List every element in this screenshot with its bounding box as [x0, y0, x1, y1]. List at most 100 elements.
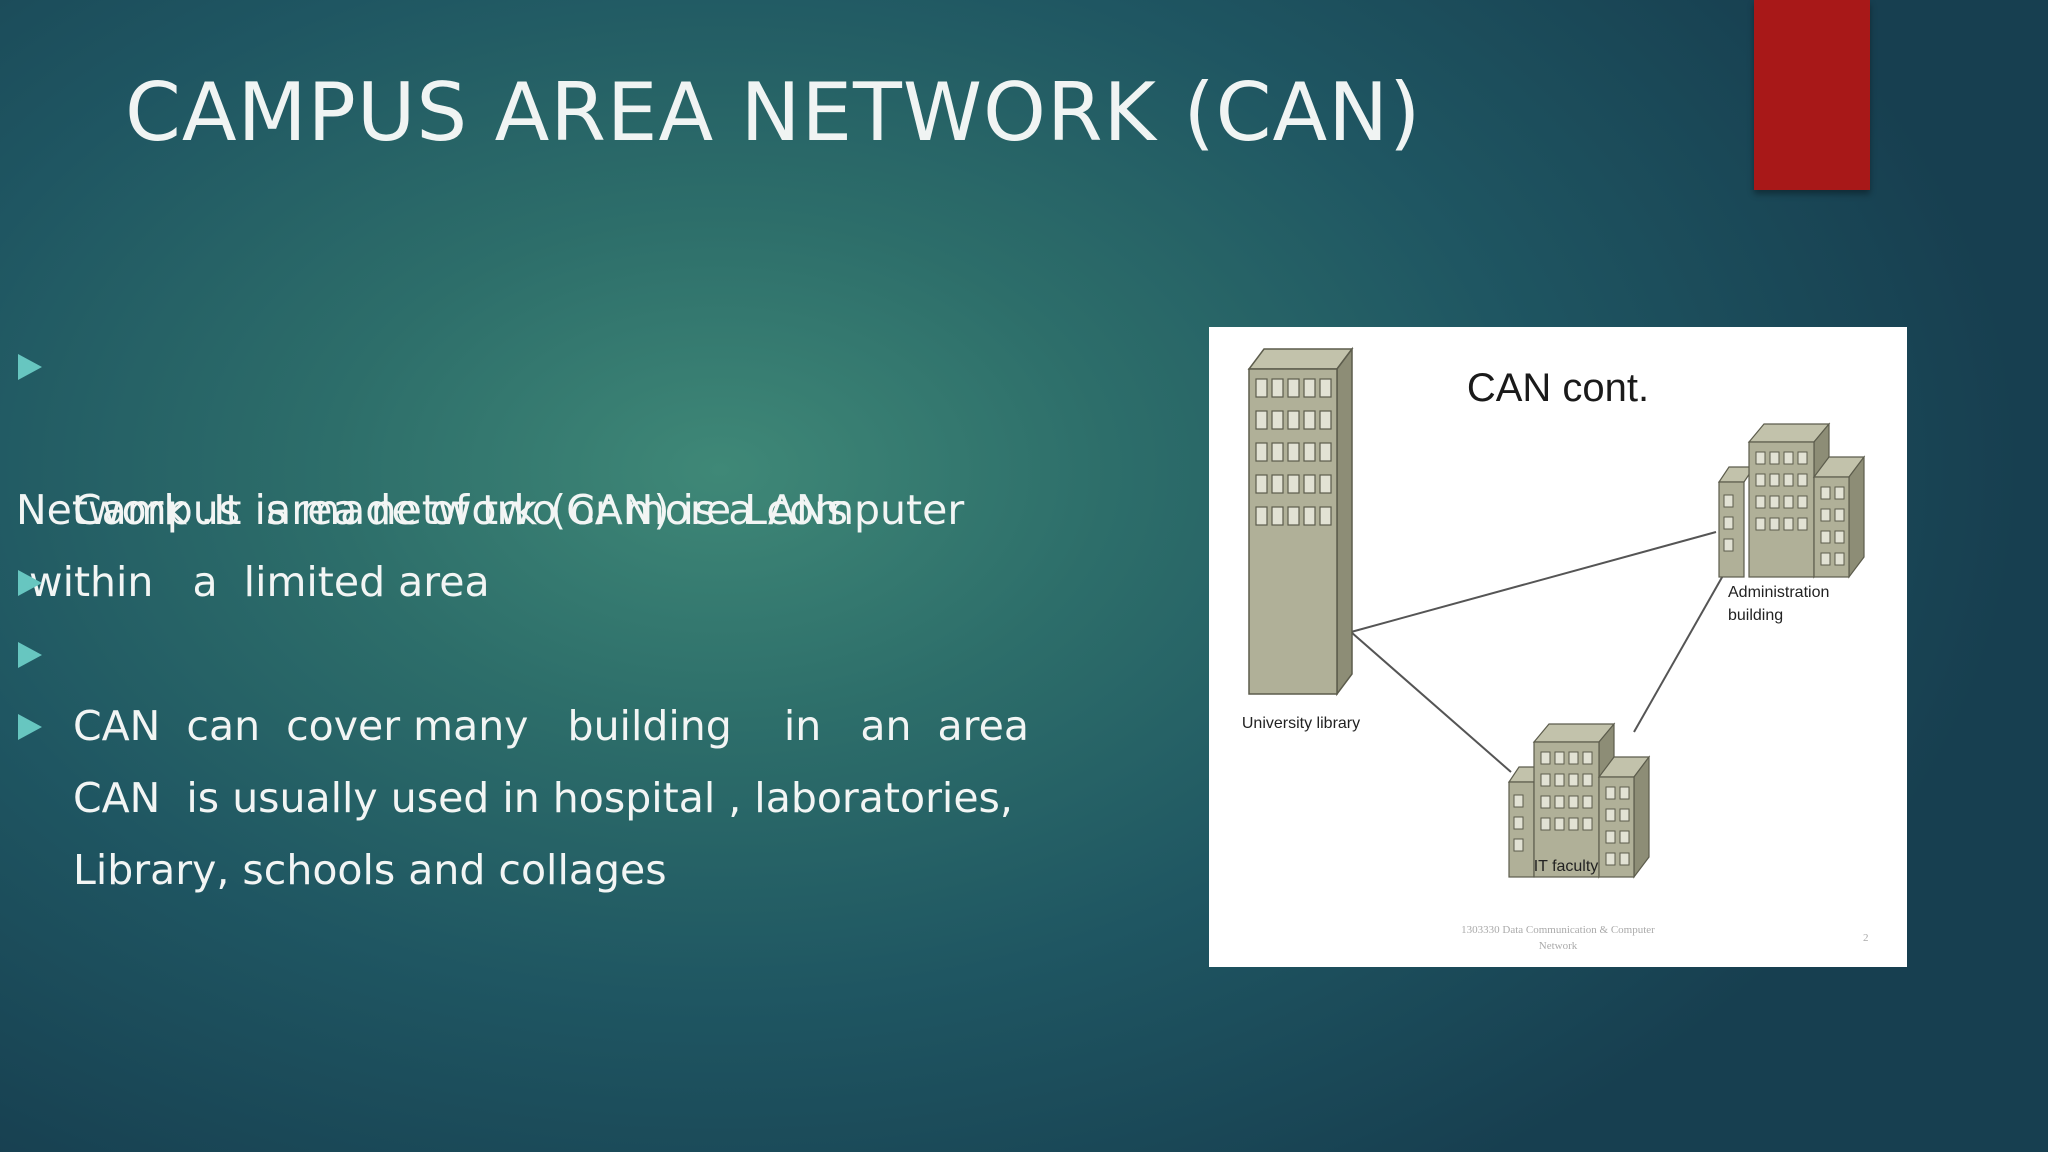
window-icon — [1605, 808, 1616, 822]
window-icon — [1797, 473, 1808, 487]
window-icon — [1605, 852, 1616, 866]
window-icon — [1783, 451, 1794, 465]
bullet-text: CAN can cover many building in an area — [73, 702, 1029, 750]
window-icon — [1287, 506, 1300, 526]
window-icon — [1769, 517, 1780, 531]
bullet-line-1: Campus area network (CAN) is a computer — [0, 330, 964, 534]
window-icon — [1568, 795, 1579, 809]
bullet-text: Library, schools and collages — [73, 846, 667, 894]
window-icon — [1820, 530, 1831, 544]
window-icon — [1769, 473, 1780, 487]
window-icon — [1755, 495, 1766, 509]
figure-footer-line2: Network — [1539, 940, 1578, 952]
window-icon — [1319, 378, 1332, 398]
window-icon — [1783, 517, 1794, 531]
window-icon — [1820, 486, 1831, 500]
diagram-heading: CAN cont. — [1467, 366, 1649, 410]
continuation-line-2: within a limited area — [0, 474, 490, 606]
window-icon — [1255, 378, 1268, 398]
window-icon — [1287, 442, 1300, 462]
bullet-text: Network .It is made of two or more LANs — [16, 486, 848, 534]
it-faculty-building-icon — [1507, 722, 1651, 879]
figure-footer-line1: 1303330 Data Communication & Computer — [1461, 924, 1655, 936]
window-icon — [1755, 517, 1766, 531]
triangle-bullet-icon — [18, 354, 42, 380]
network-links — [1350, 531, 1730, 773]
window-icon — [1619, 852, 1630, 866]
window-icon — [1834, 530, 1845, 544]
window-icon — [1820, 552, 1831, 566]
window-icon — [1513, 838, 1524, 852]
window-icon — [1319, 506, 1332, 526]
window-icon — [1255, 410, 1268, 430]
window-icon — [1797, 495, 1808, 509]
bullet-line-2: CAN can cover many building in an area — [0, 546, 1029, 750]
window-icon — [1582, 773, 1593, 787]
window-icon — [1303, 410, 1316, 430]
window-icon — [1303, 442, 1316, 462]
window-icon — [1605, 830, 1616, 844]
window-icon — [1568, 817, 1579, 831]
window-icon — [1605, 786, 1616, 800]
window-icon — [1540, 795, 1551, 809]
can-diagram: CAN cont. — [1242, 346, 1869, 952]
window-icon — [1554, 817, 1565, 831]
link-it-admin — [1633, 564, 1730, 733]
accent-bar — [1754, 0, 1870, 190]
triangle-bullet-icon — [18, 714, 42, 740]
window-icon — [1797, 451, 1808, 465]
window-icon — [1287, 378, 1300, 398]
window-icon — [1540, 751, 1551, 765]
figure-page-number: 2 — [1863, 932, 1869, 944]
window-icon — [1513, 794, 1524, 808]
window-icon — [1554, 795, 1565, 809]
window-icon — [1797, 517, 1808, 531]
window-icon — [1271, 410, 1284, 430]
window-icon — [1319, 410, 1332, 430]
continuation-line-1: Network .It is made of two or more LANs — [0, 402, 848, 534]
window-icon — [1319, 474, 1332, 494]
admin-building-icon — [1717, 422, 1866, 579]
window-icon — [1783, 495, 1794, 509]
window-icon — [1271, 442, 1284, 462]
window-icon — [1820, 508, 1831, 522]
link-library-it — [1350, 631, 1512, 773]
slide-title: CAMPUS AREA NETWORK (CAN) — [125, 66, 1422, 159]
window-icon — [1723, 538, 1734, 552]
triangle-bullet-icon — [18, 570, 42, 596]
window-icon — [1513, 816, 1524, 830]
triangle-bullet-icon — [18, 642, 42, 668]
window-icon — [1568, 773, 1579, 787]
window-icon — [1303, 378, 1316, 398]
library-building-icon — [1247, 346, 1354, 697]
window-icon — [1255, 474, 1268, 494]
bullet-text: Campus area network (CAN) is a computer — [73, 486, 965, 534]
window-icon — [1619, 808, 1630, 822]
window-icon — [1554, 751, 1565, 765]
window-icon — [1769, 451, 1780, 465]
window-icon — [1255, 442, 1268, 462]
window-icon — [1303, 474, 1316, 494]
can-diagram-image: CAN cont. — [1209, 327, 1907, 967]
window-icon — [1619, 830, 1630, 844]
window-icon — [1271, 474, 1284, 494]
window-icon — [1303, 506, 1316, 526]
window-icon — [1287, 410, 1300, 430]
admin-label-line1: Administration — [1728, 584, 1829, 601]
bullet-text: within a limited area — [16, 558, 490, 606]
it-faculty-label: IT faculty — [1534, 858, 1599, 875]
window-icon — [1271, 506, 1284, 526]
window-icon — [1287, 474, 1300, 494]
window-icon — [1755, 451, 1766, 465]
window-icon — [1723, 494, 1734, 508]
window-icon — [1723, 516, 1734, 530]
link-library-admin — [1350, 531, 1717, 633]
window-icon — [1769, 495, 1780, 509]
window-icon — [1540, 773, 1551, 787]
bullet-line-4: Library, schools and collages — [0, 690, 667, 894]
bullet-line-3: CAN is usually used in hospital , labora… — [0, 618, 1013, 822]
window-icon — [1540, 817, 1551, 831]
window-icon — [1582, 795, 1593, 809]
window-icon — [1319, 442, 1332, 462]
window-icon — [1554, 773, 1565, 787]
